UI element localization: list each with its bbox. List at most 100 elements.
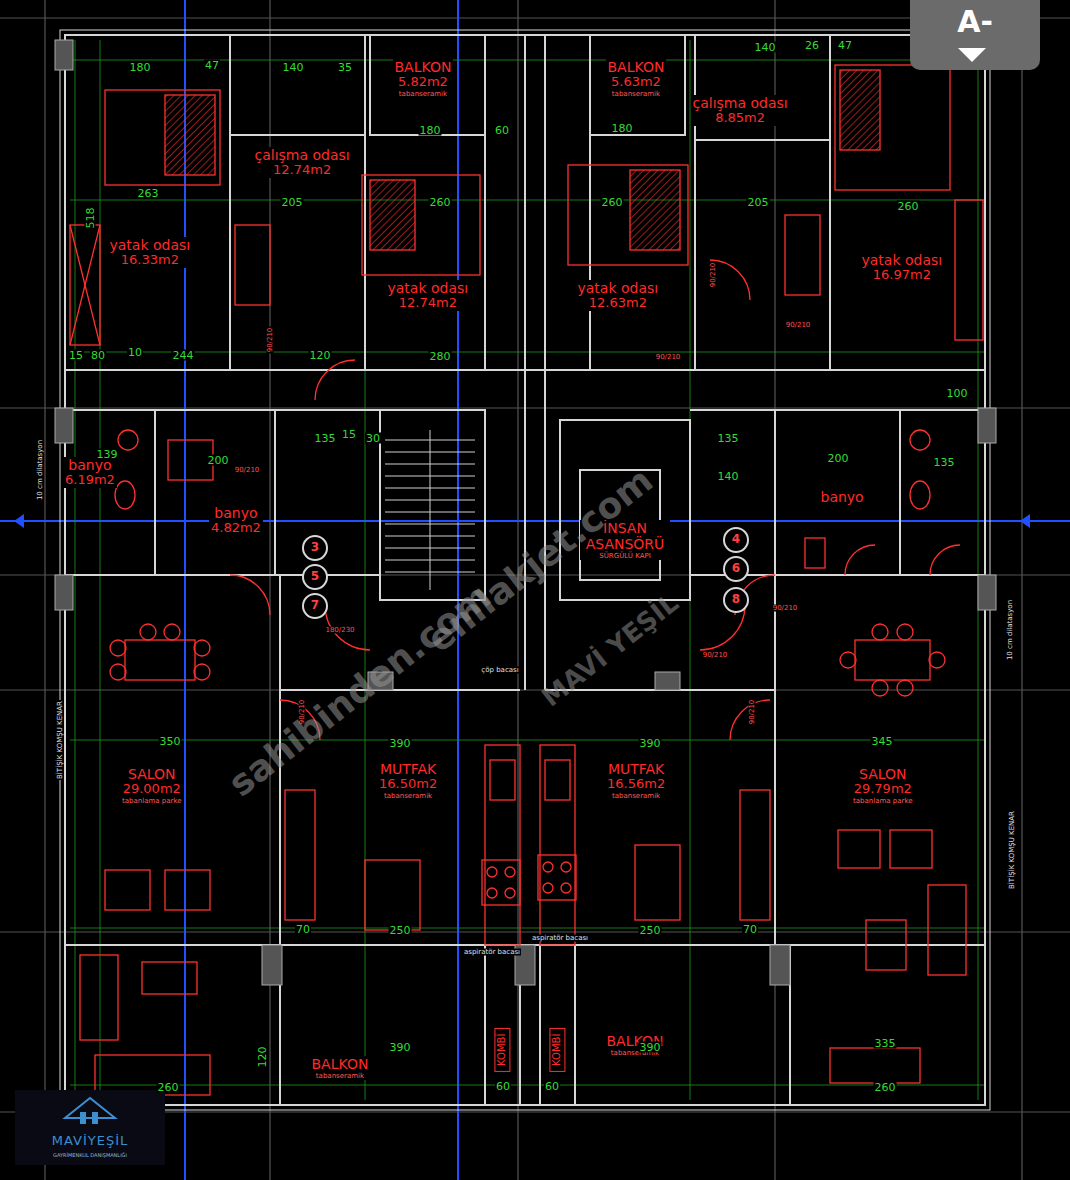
- dimension-label: 139: [96, 449, 119, 460]
- room-name: BALKON: [606, 59, 667, 75]
- dimension-label: 390: [639, 738, 662, 749]
- room-label: yatak odası16.33m2: [108, 237, 193, 268]
- dimension-label: 135: [933, 457, 956, 468]
- dimension-label: 60: [494, 125, 510, 136]
- door-size: 90/210: [710, 262, 717, 289]
- plan-note: 10 cm dilatasyon: [1007, 599, 1014, 661]
- room-name: banyo: [209, 505, 263, 521]
- door-size: 90/210: [785, 322, 812, 329]
- dimension-label: 335: [874, 1038, 897, 1049]
- room-area: 16.50m2: [377, 777, 439, 792]
- room-name: 4: [732, 533, 740, 547]
- floor-note: tabanseramik: [605, 792, 667, 800]
- door-size: 90/210: [749, 699, 756, 726]
- dimension-label: 15: [68, 350, 84, 361]
- room-name: çalışma odası: [253, 147, 352, 163]
- room-label: BALKON5.63m2tabanseramik: [606, 59, 667, 98]
- dimension-label: 390: [389, 738, 412, 749]
- room-name: BALKON: [393, 59, 454, 75]
- room-label: SALON29.79m2tabanlama parke: [851, 766, 915, 805]
- room-name: SALON: [851, 766, 915, 782]
- room-name: çalışma odası: [691, 95, 790, 111]
- floor-note: SÜRGÜLÜ KAPI: [580, 552, 670, 560]
- room-label: MUTFAK16.56m2tabanseramik: [605, 761, 667, 800]
- door-size: 90/210: [702, 652, 729, 659]
- plan-note: aspiratör bacası: [531, 935, 589, 942]
- door-size: 90/210: [772, 605, 799, 612]
- room-name: SALON: [120, 766, 184, 782]
- watermark: MAVİ YEŞİL: [536, 588, 683, 711]
- dimension-label: 260: [157, 1082, 180, 1093]
- dimension-label: 180: [419, 125, 442, 136]
- dimension-label: 260: [429, 197, 452, 208]
- plan-note: çöp bacası: [480, 667, 519, 674]
- room-name: 6: [732, 562, 740, 576]
- dimension-label: 10: [127, 347, 143, 358]
- callout-circle: 8: [723, 587, 749, 613]
- room-name: İNSAN ASANSÖRÜ: [580, 520, 670, 552]
- dimension-label: 244: [172, 350, 195, 361]
- room-area: 6.19m2: [63, 473, 117, 488]
- room-area: 4.82m2: [209, 521, 263, 536]
- dimension-label: 518: [85, 207, 96, 230]
- dimension-label: 35: [337, 62, 353, 73]
- room-area: 5.63m2: [606, 75, 667, 90]
- callout-circle: 7: [302, 593, 328, 619]
- dimension-label: 60: [544, 1081, 560, 1092]
- dimension-label: 280: [429, 351, 452, 362]
- room-label: BALKONtabanseramik: [310, 1056, 371, 1080]
- room-name: yatak odası: [576, 280, 661, 296]
- dimension-label: 26: [804, 40, 820, 51]
- room-area: 5.82m2: [393, 75, 454, 90]
- dimension-label: 200: [207, 455, 230, 466]
- plan-note: aspiratör bacası: [463, 949, 521, 956]
- dimension-label: 205: [281, 197, 304, 208]
- dimension-label: 140: [754, 42, 777, 53]
- floor-note: tabanseramik: [310, 1072, 371, 1080]
- boiler-box: KOMBİ: [549, 1028, 565, 1072]
- dimension-label: 15: [341, 429, 357, 440]
- dimension-label: 47: [837, 40, 853, 51]
- room-area: 29.00m2: [120, 782, 184, 797]
- dimension-label: 120: [257, 1046, 268, 1069]
- room-name: MUTFAK: [605, 761, 667, 777]
- room-label: banyo6.19m2: [63, 457, 117, 488]
- logo-text: MAVİYEŞİL: [51, 1134, 130, 1147]
- room-area: 8.85m2: [691, 111, 790, 126]
- room-name: KOMBİ: [551, 1032, 563, 1068]
- room-area: 12.74m2: [386, 296, 471, 311]
- room-label: İNSAN ASANSÖRÜSÜRGÜLÜ KAPI: [580, 520, 670, 560]
- zoom-button: A-: [956, 7, 994, 37]
- room-label: MUTFAK16.50m2tabanseramik: [377, 761, 439, 800]
- room-area: 12.74m2: [253, 163, 352, 178]
- dimension-label: 60: [495, 1081, 511, 1092]
- dimension-label: 70: [742, 924, 758, 935]
- dimension-label: 70: [295, 924, 311, 935]
- dimension-label: 140: [717, 471, 740, 482]
- room-label: yatak odası12.63m2: [576, 280, 661, 311]
- callout-circle: 4: [723, 527, 749, 553]
- dimension-label: 263: [137, 188, 160, 199]
- room-name: 3: [311, 541, 319, 555]
- dimension-label: 180: [611, 123, 634, 134]
- floor-note: tabanseramik: [606, 90, 667, 98]
- dimension-label: 200: [827, 453, 850, 464]
- dimension-label: 260: [601, 197, 624, 208]
- room-name: yatak odası: [108, 237, 193, 253]
- dimension-label: 135: [717, 433, 740, 444]
- dimension-label: 250: [389, 925, 412, 936]
- room-name: BALKON: [310, 1056, 371, 1072]
- dimension-label: 260: [874, 1082, 897, 1093]
- plan-note: BİTİŞİK KOMŞU KENAR: [1009, 810, 1016, 890]
- floor-note: tabanseramik: [393, 90, 454, 98]
- room-area: 16.33m2: [108, 253, 193, 268]
- room-label: yatak odası12.74m2: [386, 280, 471, 311]
- dimension-label: 30: [365, 433, 381, 444]
- door-size: 180/230: [324, 627, 355, 634]
- dimension-label: 100: [946, 388, 969, 399]
- dimension-label: 205: [747, 197, 770, 208]
- dimension-label: 250: [639, 925, 662, 936]
- room-label: yatak odası16.97m2: [860, 252, 945, 283]
- dimension-label: 390: [389, 1042, 412, 1053]
